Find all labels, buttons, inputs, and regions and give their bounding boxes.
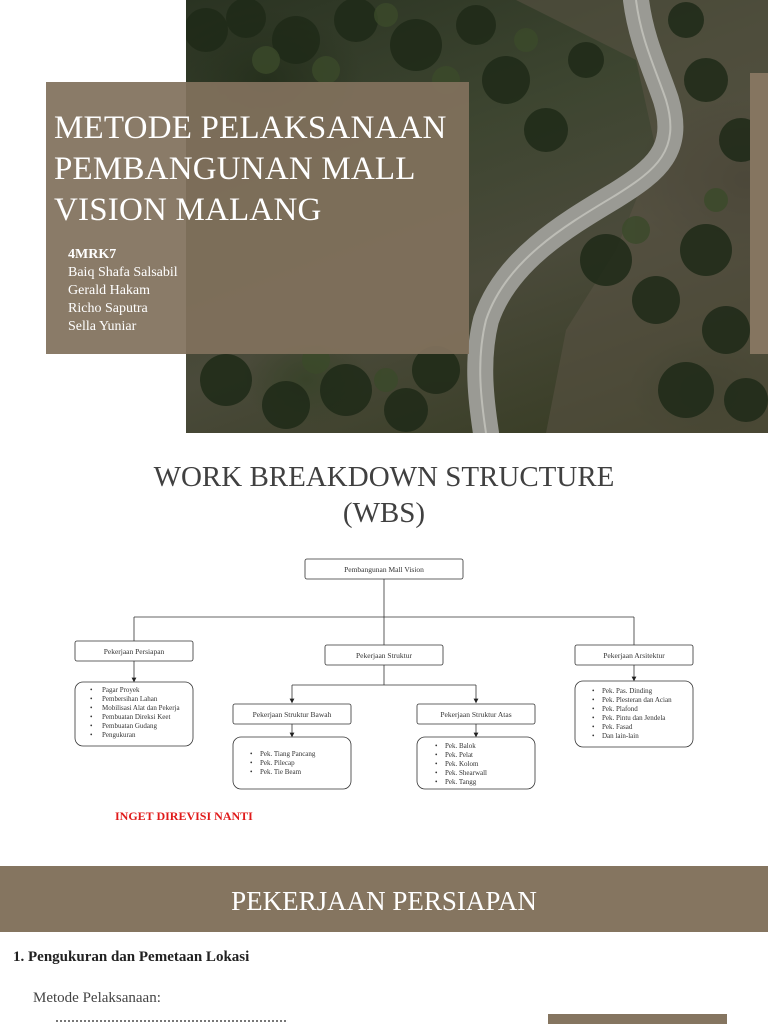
wbs-struktur-atas-label: Pekerjaan Struktur Atas — [440, 710, 511, 719]
winding-road-image — [186, 0, 768, 433]
svg-text:•: • — [592, 696, 595, 704]
svg-text:•: • — [435, 742, 438, 750]
title-line: VISION MALANG — [54, 192, 322, 228]
presentation-title: METODE PELAKSANAAN PEMBANGUNAN MALL VISI… — [54, 108, 484, 231]
persiapan-slide: PEKERJAAN PERSIAPAN 1. Pengukuran dan Pe… — [0, 866, 768, 1024]
accent-strip — [750, 73, 768, 354]
arsitektur-item-list: • Pek. Pas. Dinding • Pek. Plesteran dan A… — [592, 687, 672, 740]
list-item: Pagar Proyek — [102, 686, 140, 694]
svg-text:•: • — [90, 695, 93, 703]
struktur-atas-item-list: • Pek. Balok • Pek. Pelat • Pek. Kolom • Pek… — [435, 742, 487, 786]
svg-text:•: • — [90, 704, 93, 712]
title-slide: METODE PELAKSANAAN PEMBANGUNAN MALL VISI… — [0, 0, 768, 433]
wbs-diagram: Pembangunan Mall Vision Pekerjaan Persia… — [74, 558, 694, 790]
list-item: Mobilisasi Alat dan Pekerja — [102, 704, 180, 712]
struktur-bawah-item-list: • Pek. Tiang Pancang • Pek. Pilecap • Pek. … — [250, 750, 316, 776]
wbs-title-line: WORK BREAKDOWN STRUCTURE — [153, 461, 615, 493]
wbs-slide: WORK BREAKDOWN STRUCTURE (WBS) — [0, 433, 768, 866]
list-item: Pek. Pintu dan Jendela — [602, 714, 666, 722]
svg-text:•: • — [592, 714, 595, 722]
svg-text:•: • — [250, 750, 253, 758]
team-member: Gerald Hakam — [68, 283, 151, 298]
wbs-title: WORK BREAKDOWN STRUCTURE (WBS) — [0, 459, 768, 531]
list-item: Pembersihan Lahan — [102, 695, 158, 703]
wbs-struktur-bawah-label: Pekerjaan Struktur Bawah — [253, 710, 332, 719]
section-title: PEKERJAAN PERSIAPAN — [231, 886, 537, 916]
title-line: PEMBANGUNAN MALL — [54, 151, 416, 187]
list-item: Pek. Pelat — [445, 751, 473, 759]
list-item: Pek. Tiang Pancang — [260, 750, 316, 758]
svg-text:•: • — [435, 778, 438, 786]
list-item: Pembuatan Direksi Keet — [102, 713, 170, 721]
road-forest-photo — [186, 0, 768, 433]
team-info: 4MRK7 Baiq Shafa Salsabil Gerald Hakam R… — [68, 246, 178, 336]
svg-text:•: • — [90, 686, 93, 694]
svg-text:•: • — [90, 731, 93, 739]
svg-text:•: • — [90, 713, 93, 721]
list-item: Pek. Balok — [445, 742, 476, 750]
list-item: Pek. Kolom — [445, 760, 479, 768]
svg-text:•: • — [250, 759, 253, 767]
svg-text:•: • — [435, 769, 438, 777]
list-item: Pek. Plafond — [602, 705, 638, 713]
revise-note: INGET DIREVISI NANTI — [115, 809, 253, 823]
svg-text:•: • — [592, 732, 595, 740]
side-accent-box — [548, 1014, 727, 1024]
wbs-arsitektur-label: Pekerjaan Arsitektur — [603, 651, 665, 660]
svg-text:•: • — [592, 687, 595, 695]
list-item: Pek. Pas. Dinding — [602, 687, 653, 695]
team-code: 4MRK7 — [68, 247, 117, 262]
list-item: Pek. Tie Beam — [260, 768, 302, 776]
truncated-text-line — [56, 1016, 296, 1024]
section-banner: PEKERJAAN PERSIAPAN — [0, 866, 768, 932]
list-item: Dan lain-lain — [602, 732, 639, 740]
title-box: METODE PELAKSANAAN PEMBANGUNAN MALL VISI… — [46, 82, 469, 354]
list-item: Pembuatan Gudang — [102, 722, 158, 730]
svg-text:•: • — [435, 751, 438, 759]
svg-text:•: • — [435, 760, 438, 768]
persiapan-item-list: • Pagar Proyek • Pembersihan Lahan • Mobili… — [90, 686, 180, 739]
list-item: Pek. Pilecap — [260, 759, 295, 767]
list-item: Pek. Fasad — [602, 723, 633, 731]
team-member: Baiq Shafa Salsabil — [68, 265, 178, 280]
team-member: Richo Saputra — [68, 301, 148, 316]
list-item: Pek. Shearwall — [445, 769, 487, 777]
list-item: Pek. Plesteran dan Acian — [602, 696, 672, 704]
svg-text:•: • — [592, 705, 595, 713]
list-item: Pek. Tangg — [445, 778, 477, 786]
wbs-persiapan-label: Pekerjaan Persiapan — [104, 647, 165, 656]
wbs-title-line: (WBS) — [342, 497, 426, 529]
svg-text:•: • — [250, 768, 253, 776]
title-line: METODE PELAKSANAAN — [54, 110, 447, 146]
wbs-root-label: Pembangunan Mall Vision — [344, 565, 424, 574]
team-member: Sella Yuniar — [68, 319, 137, 334]
sub-heading: 1. Pengukuran dan Pemetaan Lokasi — [13, 949, 250, 965]
svg-text:•: • — [90, 722, 93, 730]
list-item: Pengukuran — [102, 731, 136, 739]
wbs-struktur-label: Pekerjaan Struktur — [356, 651, 413, 660]
method-label: Metode Pelaksanaan: — [33, 990, 161, 1006]
svg-text:•: • — [592, 723, 595, 731]
